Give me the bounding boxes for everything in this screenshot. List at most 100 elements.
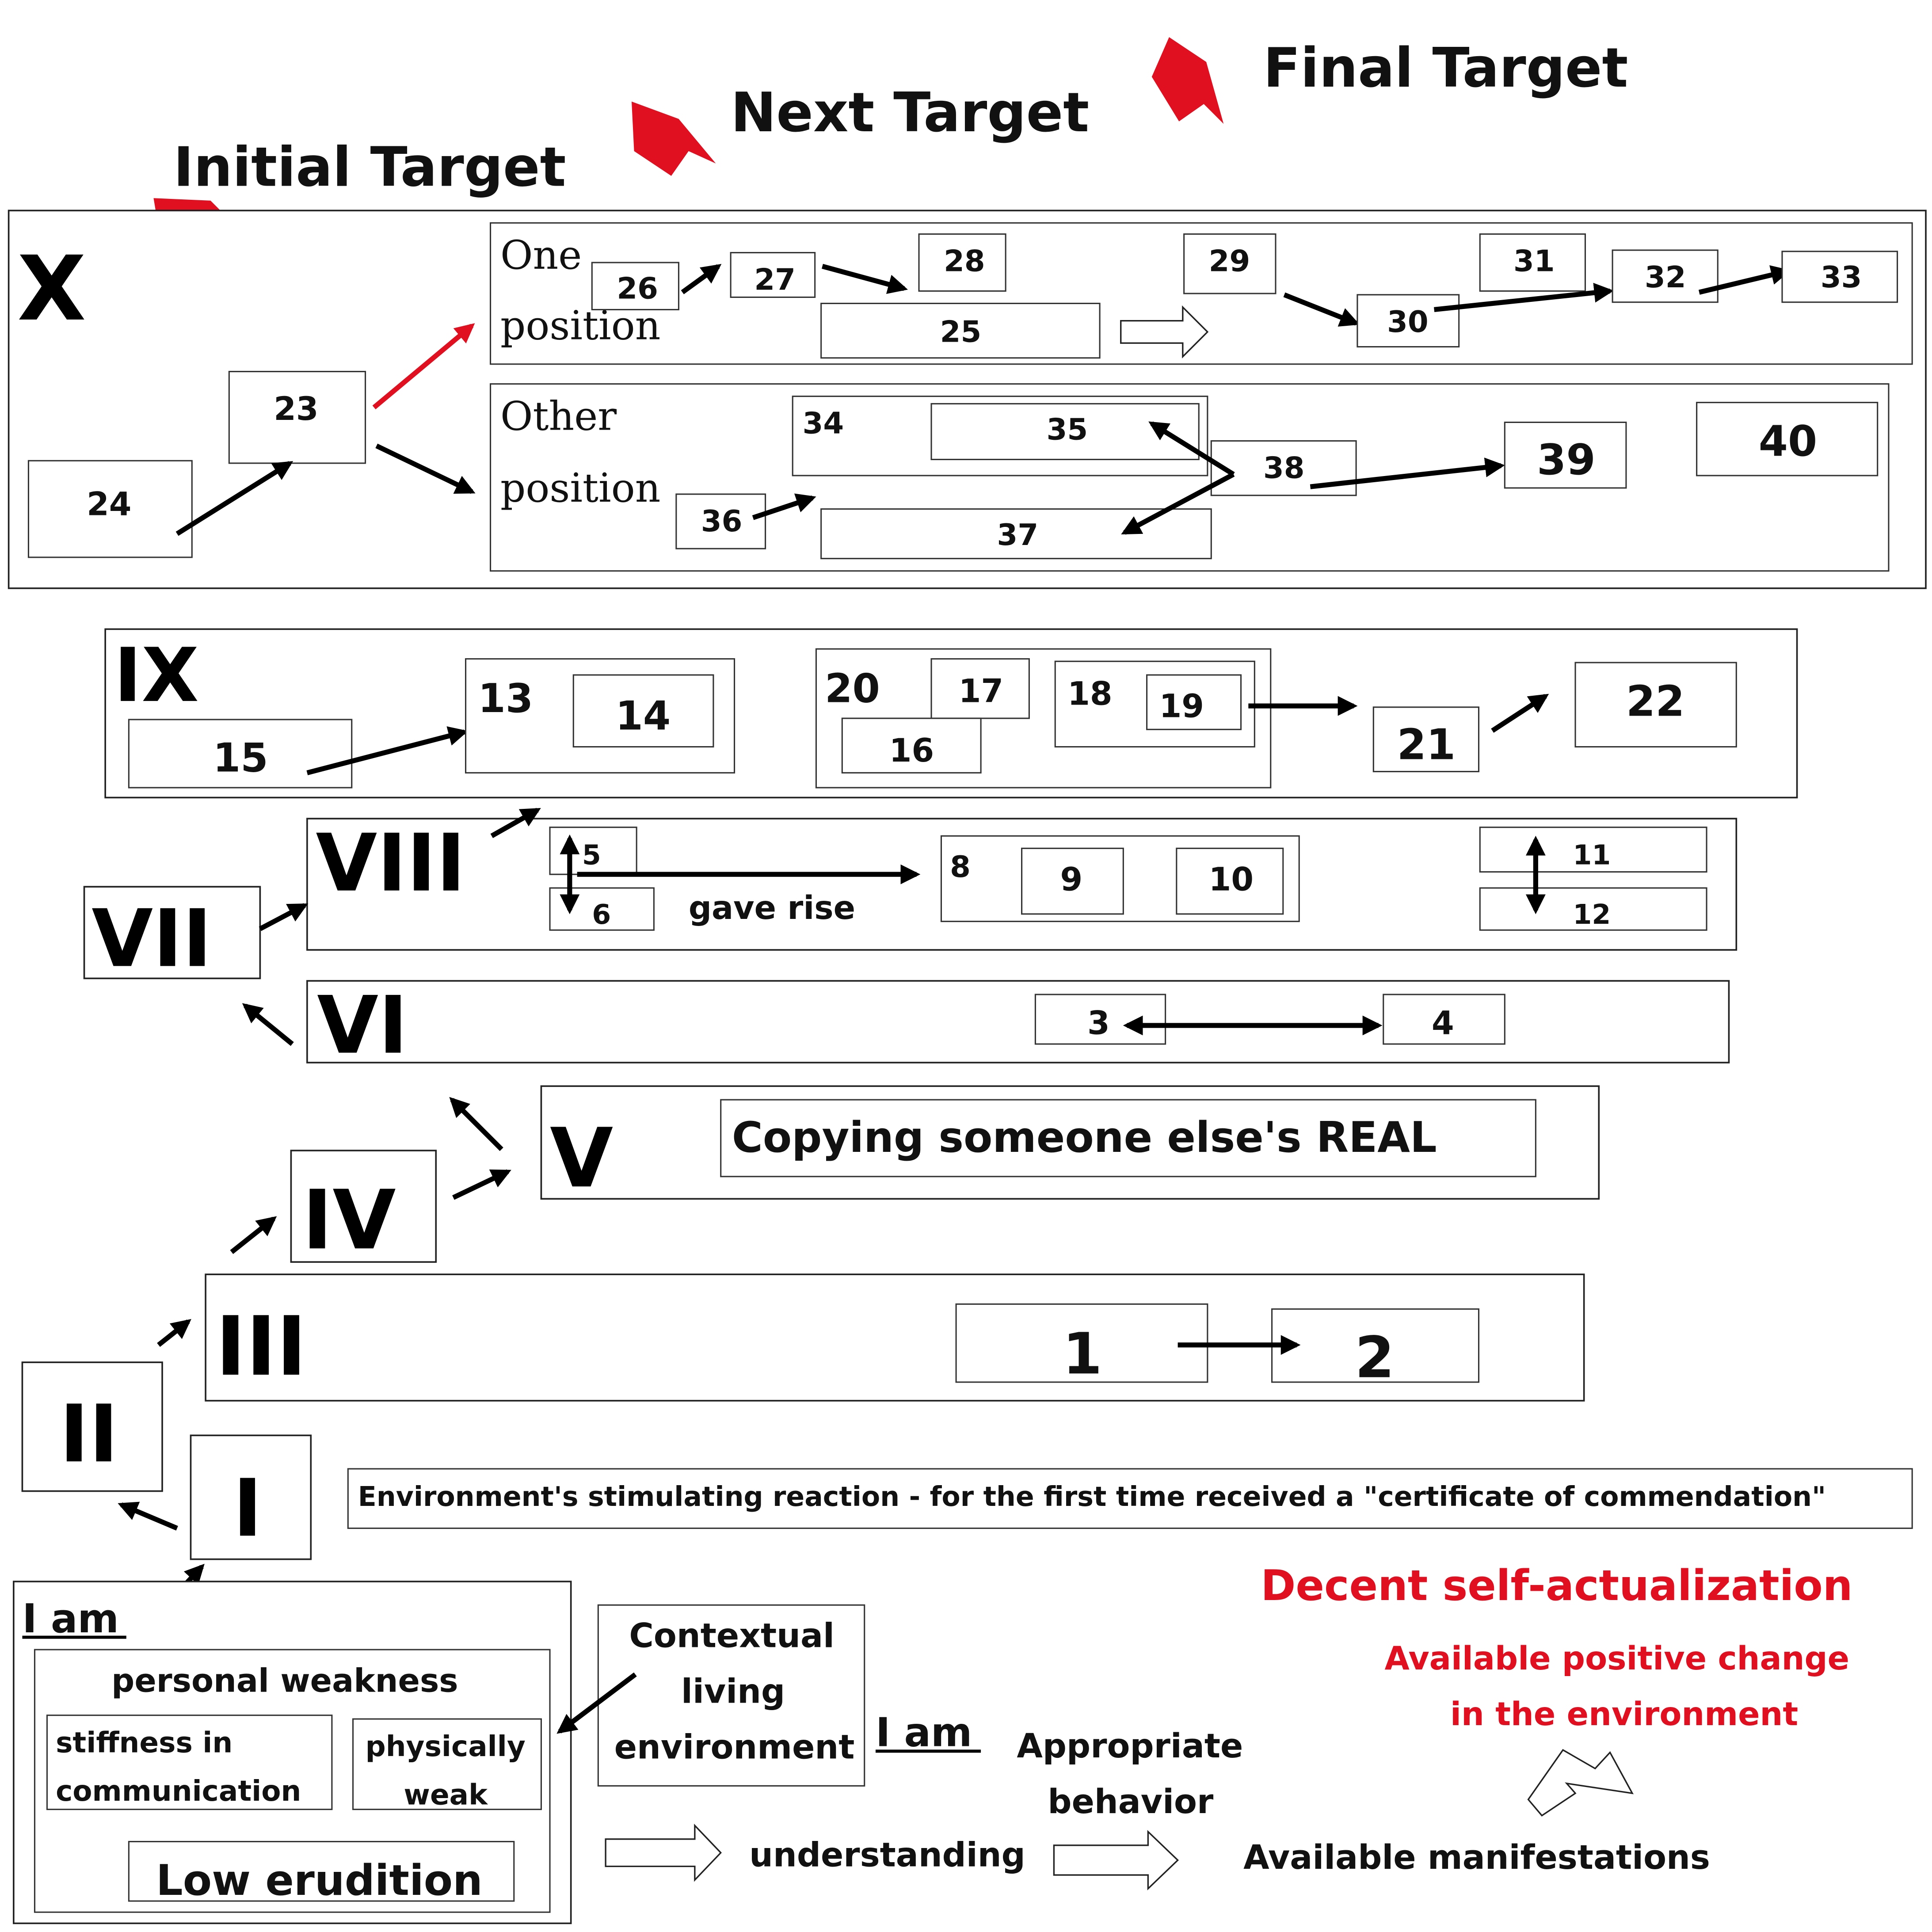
node-1-label: 1: [1063, 1321, 1102, 1387]
node-4: [1383, 994, 1505, 1045]
node-22-label: 22: [1626, 678, 1685, 726]
arrow-26-to-27: [681, 264, 722, 294]
positive-change-label-line2: in the environment: [1450, 1696, 1798, 1733]
appropriate-label-line2: behavior: [1048, 1782, 1214, 1821]
node-2-label: 2: [1355, 1325, 1395, 1391]
arrow-27-to-28: [822, 264, 908, 294]
contextual-label-line2: living: [681, 1672, 785, 1711]
positive-change-label-line1: Available positive change: [1385, 1640, 1850, 1677]
node-17-label: 17: [959, 673, 1003, 710]
node-11: [1479, 827, 1707, 873]
node-30-label: 30: [1387, 305, 1429, 339]
node-35-label: 35: [1047, 412, 1088, 447]
node-29-label: 29: [1209, 244, 1250, 278]
level-vi-panel: [306, 980, 1730, 1063]
node-34-label: 34: [803, 406, 844, 441]
level-i-label: I: [233, 1463, 263, 1555]
stiffness-box: [46, 1715, 333, 1810]
arrow-38-to-39: [1310, 457, 1505, 489]
red-target-marker-icon: [631, 101, 716, 176]
node-21-label: 21: [1397, 721, 1456, 770]
node-14-label: 14: [616, 693, 671, 739]
level-ii-label: II: [59, 1388, 118, 1480]
environment-reaction-label: Environment's stimulating reaction - for…: [358, 1481, 1826, 1513]
hollow-arrow-icon: [605, 1823, 722, 1882]
node-10-label: 10: [1209, 861, 1254, 899]
node-24-label: 24: [87, 486, 131, 523]
level-vi-label: VI: [317, 980, 408, 1072]
node-8-label: 8: [950, 850, 971, 884]
node-28-label: 28: [944, 244, 985, 278]
level-i-box: [190, 1434, 312, 1560]
node-32-label: 32: [1645, 260, 1686, 294]
other-position-label-line2: position: [500, 465, 660, 511]
red-target-marker-icon: [1151, 37, 1224, 124]
arrow-vii-to-viii: [259, 903, 309, 931]
level-iv-box: [290, 1150, 437, 1263]
node-40-label: 40: [1759, 417, 1818, 466]
level-v-label: V: [550, 1110, 613, 1206]
arrow-iii-to-iv: [230, 1216, 277, 1254]
level-viii-label: VIII: [316, 818, 465, 910]
physically-weak-label-line1: physically: [366, 1730, 526, 1763]
level-ii-box: [21, 1361, 163, 1492]
arrow-ii-to-iii: [157, 1319, 191, 1347]
node-26-label: 26: [617, 271, 658, 305]
node-19-label: 19: [1159, 687, 1204, 725]
node-17: [930, 658, 1030, 719]
environment-reaction-box: [347, 1468, 1913, 1529]
node-6-label: 6: [592, 899, 611, 930]
arrow-15-to-13: [306, 726, 469, 775]
node-23-label: 23: [274, 390, 318, 428]
node-36: [675, 493, 766, 549]
physically-weak-label-line2: weak: [404, 1778, 488, 1811]
node-4-label: 4: [1432, 1005, 1454, 1042]
node-27: [730, 252, 816, 298]
node-3-label: 3: [1087, 1005, 1110, 1042]
i-am-second-label: I am: [876, 1710, 972, 1756]
appropriate-label-line1: Appropriate: [1017, 1726, 1243, 1765]
node-25: [820, 302, 1101, 359]
node-31: [1479, 233, 1586, 292]
copying-label: Copying someone else's REAL: [732, 1113, 1437, 1162]
node-14: [572, 674, 714, 748]
next-target-label: Next Target: [731, 81, 1089, 145]
other-position-label-line1: Other: [500, 393, 617, 439]
node-12-label: 12: [1573, 899, 1611, 930]
node-37: [820, 508, 1212, 560]
node-16-label: 16: [889, 732, 934, 770]
node-9-label: 9: [1060, 861, 1082, 899]
arrow-v-to-vi: [449, 1097, 503, 1151]
level-vii-label: VII: [91, 893, 212, 985]
node-1: [955, 1303, 1208, 1383]
node-11-label: 11: [1573, 839, 1611, 871]
arrow-vi-to-vii: [242, 1003, 294, 1046]
node-10: [1176, 847, 1284, 915]
i-am-label: I am: [22, 1596, 119, 1642]
node-15: [128, 719, 353, 789]
arrow-23-to-one-position: [372, 323, 475, 410]
hollow-arrow-icon: [1120, 305, 1209, 359]
node-20-label: 20: [825, 666, 880, 712]
arrow-23-to-other-position: [375, 443, 476, 494]
node-26: [591, 262, 679, 311]
low-erudition-box: [128, 1841, 515, 1902]
one-position-label-line1: One: [500, 232, 582, 278]
arrow-24-to-23: [175, 461, 293, 536]
node-36-label: 36: [701, 504, 743, 538]
node-19: [1146, 674, 1242, 730]
arrow-viii-to-ix: [490, 808, 541, 838]
arrow-i-to-ii: [118, 1501, 178, 1531]
contextual-label-line1: Contextual: [629, 1616, 835, 1655]
low-erudition-label: Low erudition: [156, 1856, 483, 1905]
level-x-label: X: [17, 237, 86, 341]
node-13-label: 13: [478, 676, 533, 722]
stiffness-label-line1: stiffness in: [56, 1726, 232, 1760]
stiffness-label-line2: communication: [56, 1775, 301, 1808]
node-25-label: 25: [940, 314, 982, 349]
node-37-label: 37: [997, 518, 1039, 552]
node-24: [27, 460, 193, 558]
node-12: [1479, 887, 1707, 931]
gave-rise-label: gave rise: [689, 889, 855, 927]
